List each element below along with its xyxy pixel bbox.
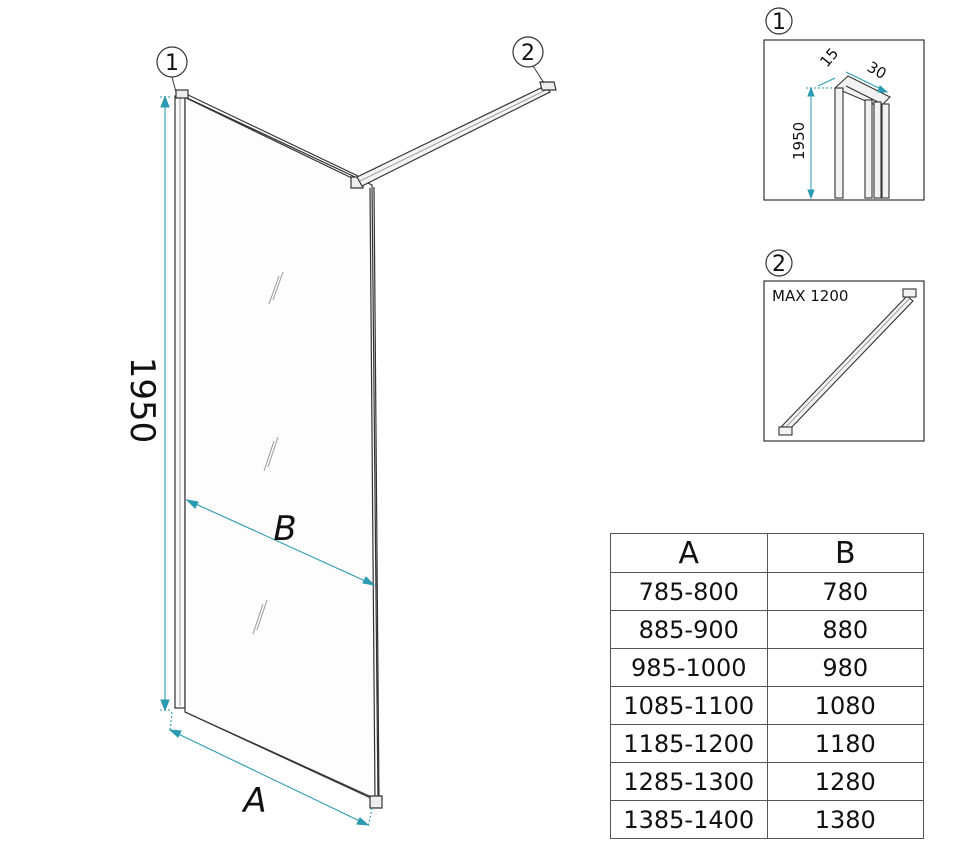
glass-reflection-marks — [252, 271, 284, 635]
cell-b: 780 — [766, 572, 924, 611]
cell-a: 1085-1100 — [610, 686, 768, 725]
cell-b: 880 — [766, 610, 924, 649]
glass-pane — [184, 96, 379, 801]
header-b: B — [766, 533, 924, 573]
b-label: B — [273, 509, 296, 549]
cell-b: 1180 — [766, 724, 924, 763]
cell-b: 1280 — [766, 762, 924, 801]
callout-2: 2 — [512, 36, 545, 84]
cell-a: 785-800 — [610, 572, 768, 611]
callout-2-number: 2 — [521, 41, 535, 66]
stabilizer-bar — [356, 81, 557, 187]
callout-1: 1 — [156, 46, 188, 93]
detail-2: 2 MAX 1200 — [763, 249, 925, 442]
bar-drawing — [778, 288, 917, 436]
a-label: A — [241, 781, 266, 821]
cell-a: 985-1000 — [610, 648, 768, 687]
header-a: A — [610, 533, 768, 573]
detail-2-number: 2 — [772, 252, 786, 277]
size-table-header-row: A B — [610, 533, 924, 573]
detail-1-height: 1950 — [790, 122, 808, 160]
cell-a: 885-900 — [610, 610, 768, 649]
callout-1-number: 1 — [165, 51, 179, 76]
cell-b: 980 — [766, 648, 924, 687]
cell-a: 1185-1200 — [610, 724, 768, 763]
cell-b: 1380 — [766, 800, 924, 839]
cell-a: 1385-1400 — [610, 800, 768, 839]
detail-2-max-label: MAX 1200 — [772, 287, 848, 305]
glass-panel — [174, 89, 383, 809]
height-label: 1950 — [122, 357, 162, 444]
cell-b: 1080 — [766, 686, 924, 725]
detail-1: 1 1950 15 30 — [763, 7, 925, 201]
detail-1-number: 1 — [772, 10, 786, 35]
profile-drawing — [833, 75, 891, 199]
cell-a: 1285-1300 — [610, 762, 768, 801]
dimension-lines — [160, 95, 376, 828]
